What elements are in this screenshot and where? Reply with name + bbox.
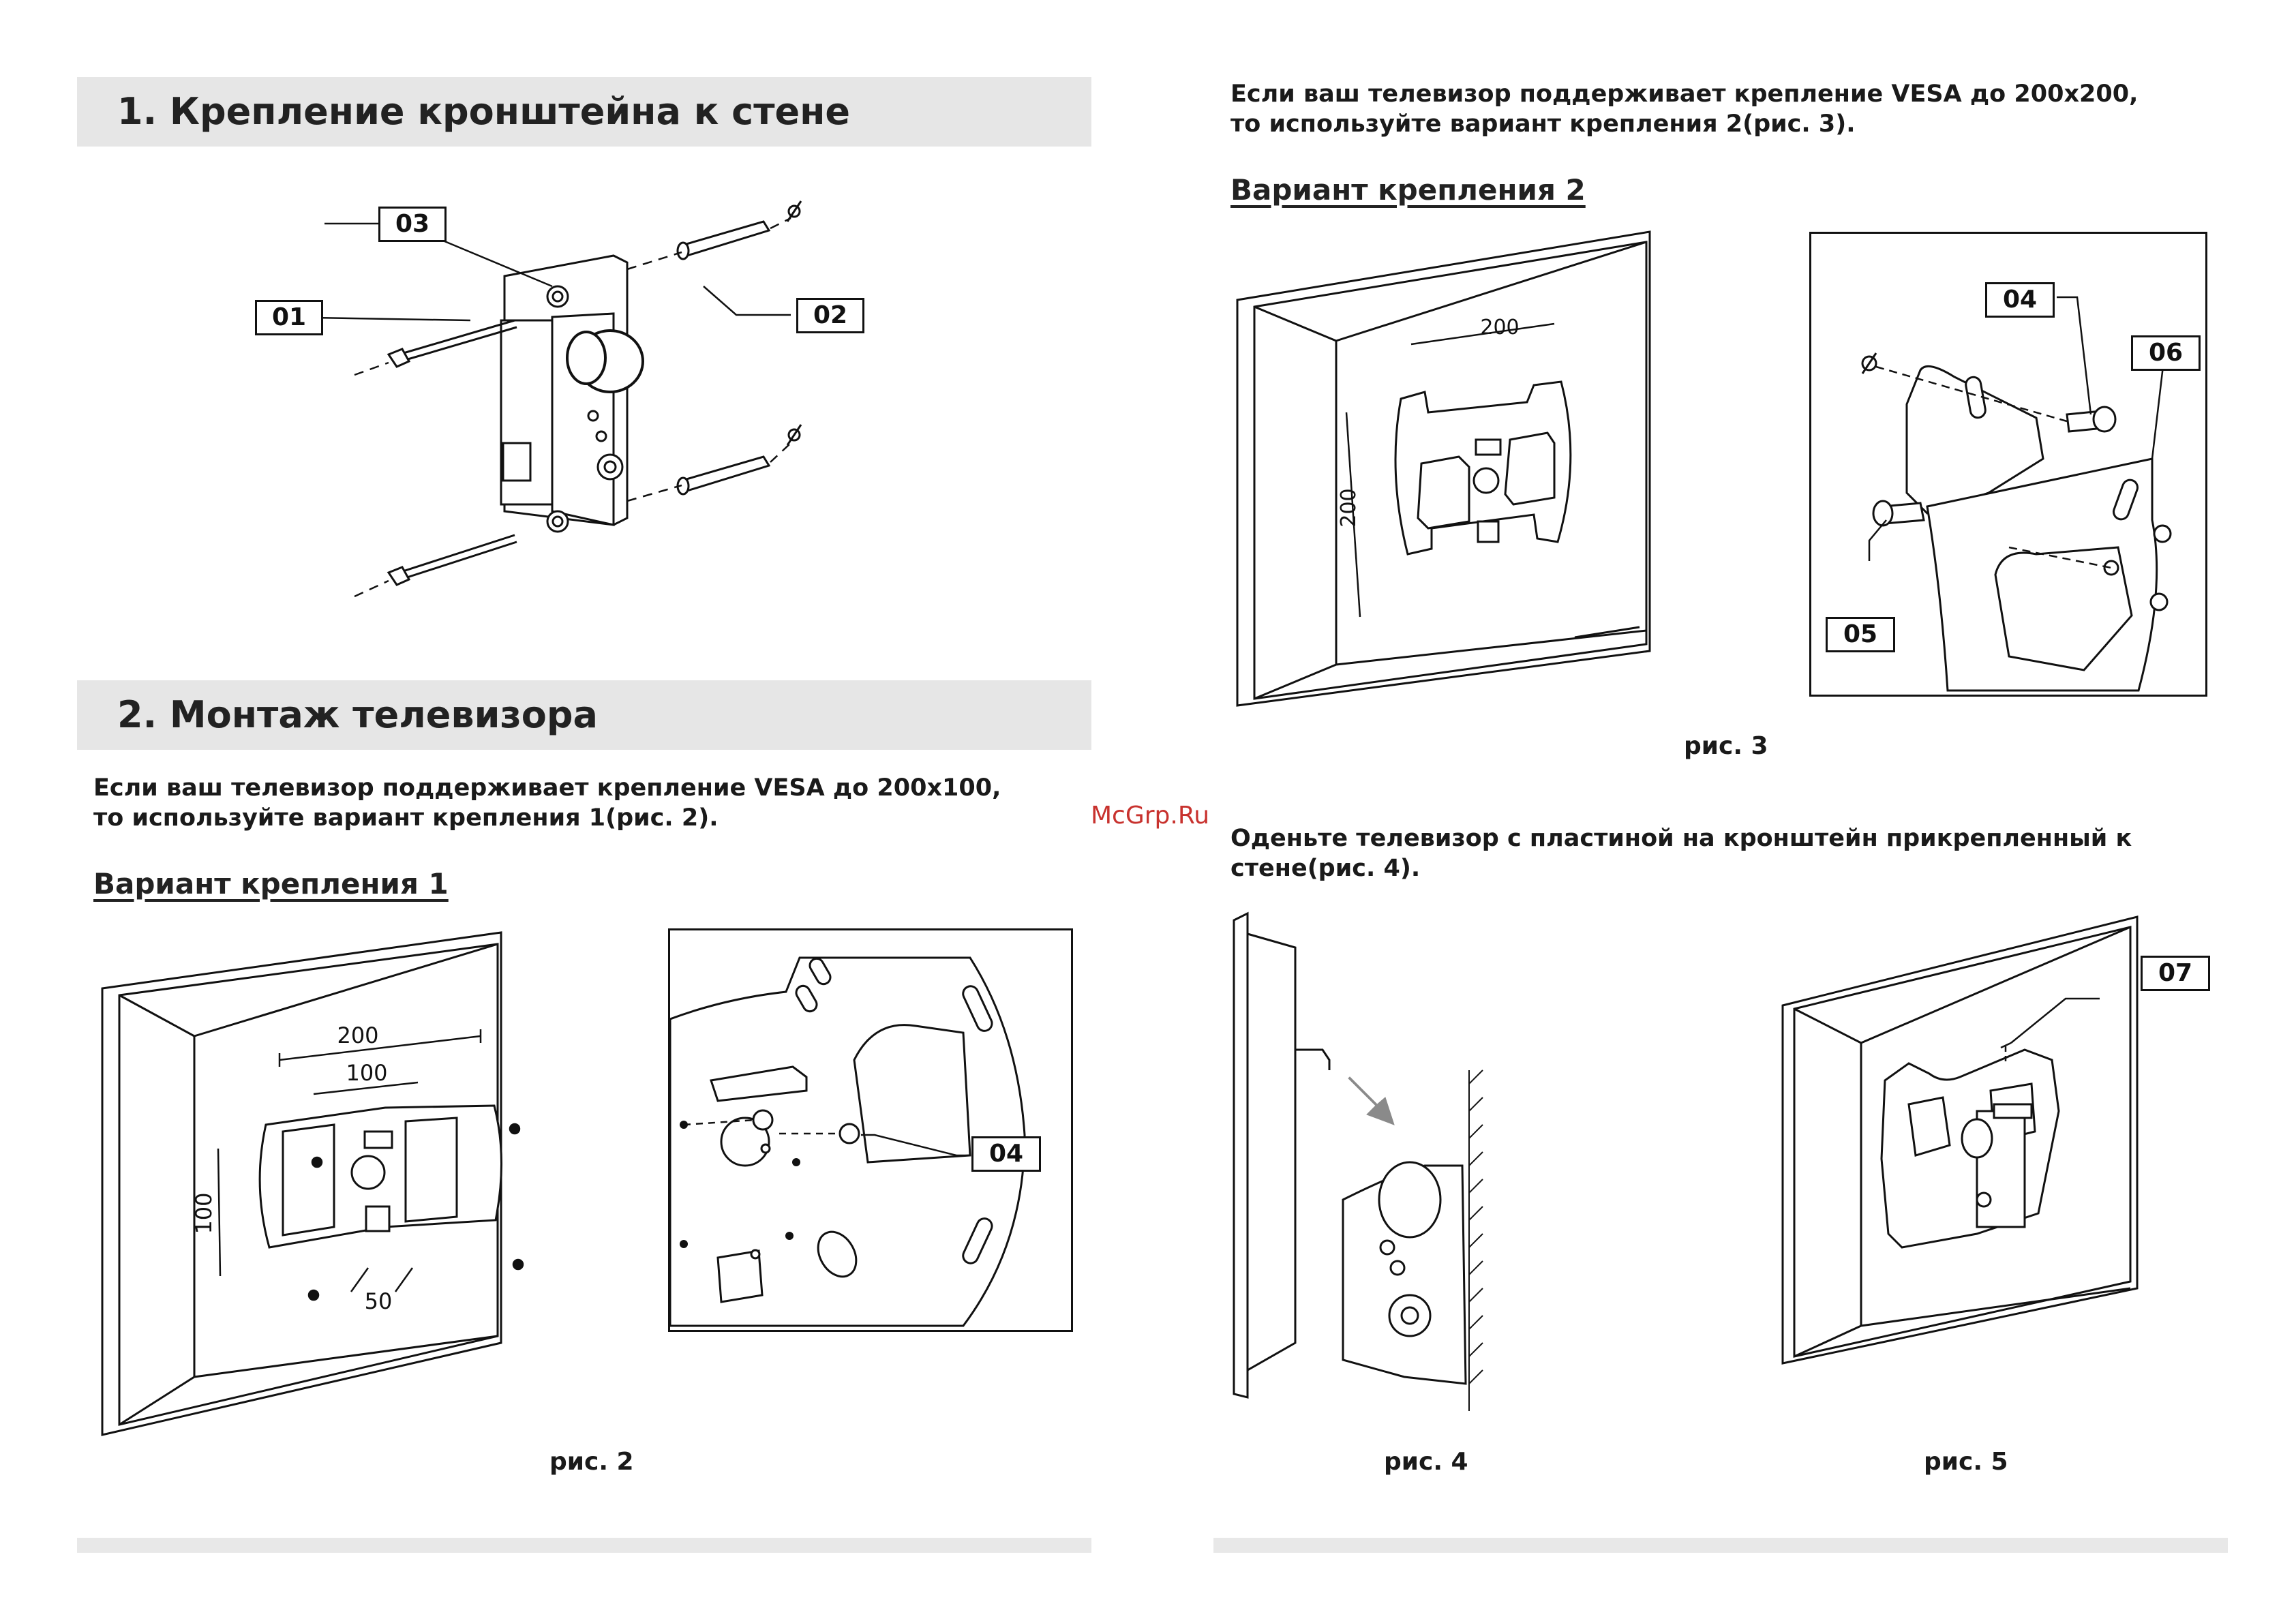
section2-header-bar: [77, 680, 1091, 750]
callout-04-fig3: 04: [1985, 282, 2055, 318]
fig4-side-view-diagram: [1233, 911, 1483, 1411]
section1-title: 1. Крепление кронштейна к стене: [117, 90, 851, 133]
right-footer-bar: [1213, 1538, 2228, 1553]
callout-05: 05: [1826, 617, 1895, 652]
section1-header-bar: [77, 77, 1091, 147]
callout-04-fig2: 04: [971, 1136, 1041, 1172]
fig3-detail-frame: [1809, 232, 2207, 697]
section2-title: 2. Монтаж телевизора: [117, 693, 598, 736]
wall-bracket-diagram: [272, 200, 802, 598]
fig2-detail-frame: [668, 928, 1073, 1332]
fig3-tv-plate-diagram: 200 200: [1236, 230, 1651, 707]
callout-07: 07: [2141, 956, 2210, 991]
fig5-tv-mounted-diagram: [1781, 915, 2139, 1365]
callout-02: 02: [796, 298, 864, 333]
section2-text: Если ваш телевизор поддерживает креплени…: [93, 774, 1001, 832]
fig4-caption: рис. 4: [1384, 1448, 1468, 1476]
callout-03: 03: [378, 207, 447, 242]
variant1-title: Вариант крепления 1: [93, 867, 449, 900]
callout-01: 01: [255, 300, 323, 335]
dim-50: 50: [365, 1288, 393, 1314]
callout-06: 06: [2131, 335, 2201, 371]
watermark: McGrp.Ru: [1091, 802, 1210, 830]
dim-200-horizontal: 200: [1480, 316, 1519, 339]
dim-200: 200: [337, 1022, 378, 1048]
fig2-tv-plate-diagram: 200 100 100 50: [101, 931, 524, 1436]
variant2-title: Вариант крепления 2: [1230, 173, 1586, 207]
left-footer-bar: [77, 1538, 1091, 1553]
hang-text: Оденьте телевизор с пластиной на кронште…: [1230, 825, 2132, 882]
dim-100-vertical: 100: [191, 1192, 217, 1234]
fig5-caption: рис. 5: [1924, 1448, 2008, 1476]
fig2-caption: рис. 2: [549, 1448, 634, 1476]
fig2-detail-diagram: [670, 956, 1026, 1327]
intro-text: Если ваш телевизор поддерживает креплени…: [1230, 80, 2139, 138]
fig3-caption: рис. 3: [1684, 732, 1768, 760]
dim-200-vertical: 200: [1337, 488, 1361, 527]
fig3-detail-diagram: [1861, 296, 2172, 692]
dim-100-horizontal: 100: [346, 1060, 387, 1086]
